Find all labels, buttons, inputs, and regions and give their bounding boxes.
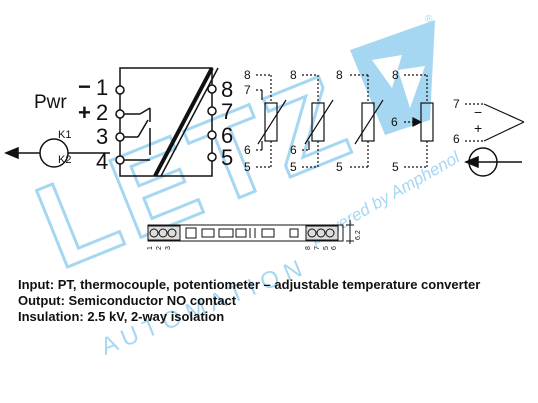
pt-sensor-2wire — [350, 74, 384, 168]
output-value: : Semiconductor NO contact — [60, 293, 237, 308]
s4-label-8: 8 — [392, 68, 399, 82]
input-key: Input — [18, 277, 50, 292]
potentiometer — [404, 74, 434, 168]
s1-label-8: 8 — [244, 68, 251, 82]
dimension-label: 6.2 — [355, 230, 362, 240]
input-arrow-icon — [464, 147, 522, 177]
pin-6-number: 6 — [221, 123, 233, 148]
pin-2-sign: + — [78, 100, 91, 125]
pin-2-number: 2 — [96, 100, 108, 125]
side-pin-2: 2 — [156, 246, 163, 250]
side-pin-1: 1 — [147, 246, 154, 250]
side-pin-8: 8 — [305, 246, 312, 250]
k1-label: K1 — [58, 129, 71, 141]
tc-plus: + — [474, 120, 482, 136]
s1-label-6: 6 — [244, 143, 251, 157]
input-description: Input: PT, thermocouple, potentiometer –… — [18, 277, 533, 293]
insulation-description: Insulation: 2.5 kV, 2-way isolation — [18, 309, 533, 325]
k2-label: K2 — [58, 154, 71, 166]
logo-mark-icon — [350, 20, 435, 135]
watermark-main: LETZ — [20, 49, 371, 295]
input-value: : PT, thermocouple, potentiometer – adju… — [49, 277, 481, 292]
s3-label-8: 8 — [336, 68, 343, 82]
output-arrow-icon — [4, 138, 110, 168]
module-side-view — [147, 220, 354, 244]
side-pin-7: 7 — [314, 246, 321, 250]
side-pin-6: 6 — [331, 246, 338, 250]
output-description: Output: Semiconductor NO contact — [18, 293, 533, 309]
tc-label-7: 7 — [453, 97, 460, 111]
tc-label-6: 6 — [453, 132, 460, 146]
pin-3-number: 3 — [96, 124, 108, 149]
output-key: Output — [18, 293, 61, 308]
thermocouple — [465, 103, 525, 142]
converter-module — [115, 67, 219, 177]
s3-label-5: 5 — [336, 160, 343, 174]
pt-sensor-3wire — [256, 74, 287, 168]
pwr-label: Pwr — [34, 92, 67, 113]
watermark-registered: ® — [425, 14, 433, 25]
s2-label-8: 8 — [290, 68, 297, 82]
side-pin-3: 3 — [165, 246, 172, 250]
s4-label-5: 5 — [392, 160, 399, 174]
tc-minus: − — [474, 104, 482, 120]
pin-4-number: 4 — [96, 149, 108, 174]
pin-5-number: 5 — [221, 145, 233, 170]
s2-label-5: 5 — [290, 160, 297, 174]
s4-label-6: 6 — [391, 115, 398, 129]
pin-1-sign: − — [78, 74, 91, 99]
side-pin-5: 5 — [323, 246, 330, 250]
insulation-value: : 2.5 kV, 2-way isolation — [79, 309, 225, 324]
s1-label-5: 5 — [244, 160, 251, 174]
s2-label-6: 6 — [290, 143, 297, 157]
pin-8-number: 8 — [221, 77, 233, 102]
pin-1-number: 1 — [96, 75, 108, 100]
insulation-key: Insulation — [18, 309, 80, 324]
s1-label-7: 7 — [244, 83, 251, 97]
pt-sensor-2 — [302, 74, 334, 168]
pin-7-number: 7 — [221, 99, 233, 124]
